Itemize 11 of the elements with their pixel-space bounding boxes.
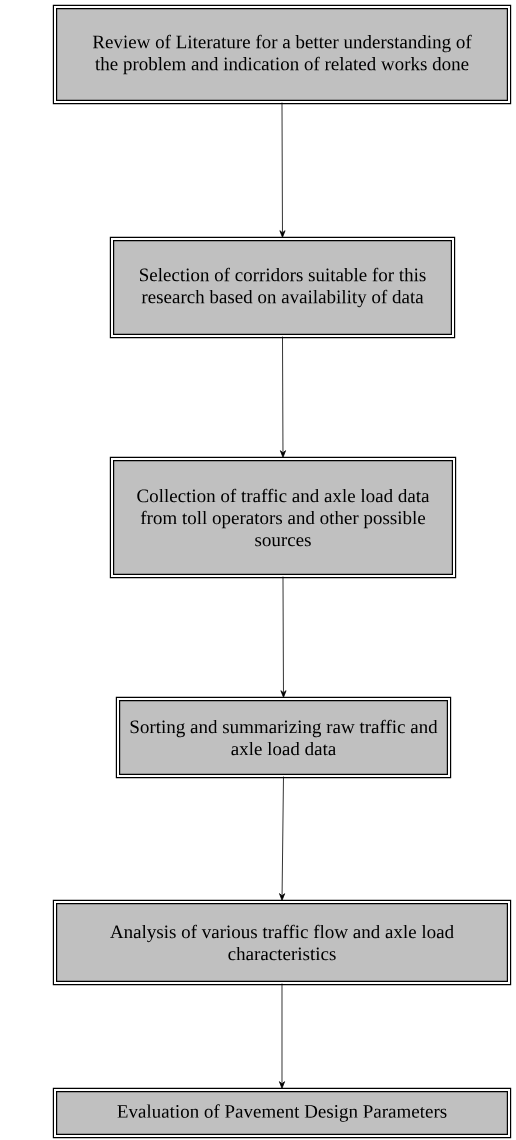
arrow	[280, 576, 287, 698]
arrow	[279, 983, 285, 1089]
process-box: Sorting and summarizing raw traffic and axle load data	[115, 696, 452, 779]
process-box: Review of Literature for a better understanding of the problem and indication of related works done	[52, 4, 512, 105]
arrow	[279, 776, 286, 901]
arrow	[279, 336, 286, 458]
process-box: Collection of traffic and axle load data from toll operators and other possible sources	[109, 456, 457, 579]
arrow	[279, 102, 286, 238]
process-box: Evaluation of Pavement Design Parameters	[52, 1087, 512, 1139]
process-box: Analysis of various traffic flow and axle load characteristics	[52, 899, 512, 986]
process-box: Selection of corridors suitable for this research based on availability of data	[109, 236, 456, 339]
